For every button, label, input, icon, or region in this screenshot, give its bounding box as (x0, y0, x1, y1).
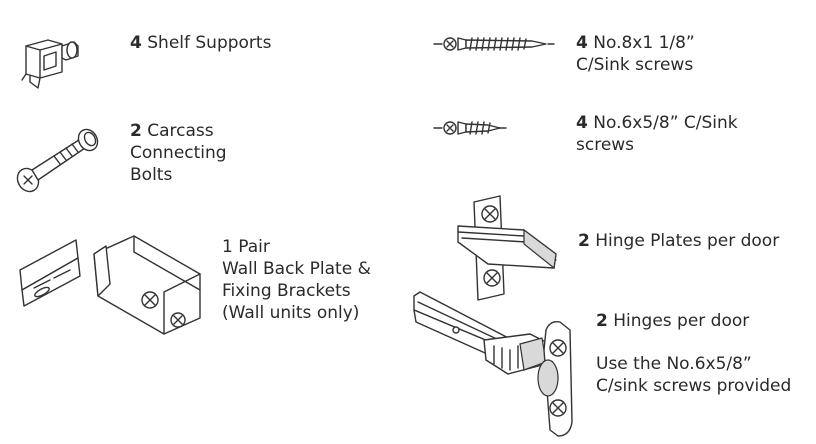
short-screws-line-2: screws (576, 135, 635, 155)
short-screws-qty: 4 (576, 113, 588, 133)
wall-brackets-line-2: Wall Back Plate & (222, 259, 371, 279)
long-screws-line-1: No.8x1 1/8” (593, 33, 695, 53)
hinges-qty: 2 (596, 311, 608, 331)
long-screw-icon (433, 30, 555, 58)
carcass-bolts-line-3: Bolts (130, 165, 173, 185)
hinges-note-line-1: Use the No.6x5/8” (596, 354, 752, 374)
long-screws-label: 4 No.8x1 1/8” C/Sink screws (576, 32, 695, 76)
hinge-plate-icon (454, 194, 560, 302)
shelf-supports-label: 4 Shelf Supports (130, 32, 271, 54)
short-screws-label: 4 No.6x5/8” C/Sink screws (576, 112, 738, 156)
carcass-bolts-label: 2 Carcass Connecting Bolts (130, 120, 227, 186)
wall-brackets-line-4: (Wall units only) (222, 303, 360, 323)
wall-brackets-line-3: Fixing Brackets (222, 281, 351, 301)
wall-brackets-label: 1 Pair Wall Back Plate & Fixing Brackets… (222, 236, 371, 324)
hinge-plates-label: 2 Hinge Plates per door (578, 230, 779, 252)
carcass-bolts-line-1: Carcass (147, 121, 214, 141)
shelf-supports-text: Shelf Supports (147, 33, 272, 53)
connecting-bolt-icon (12, 124, 104, 196)
wall-brackets-line-1: 1 Pair (222, 237, 270, 257)
wall-bracket-icon (14, 234, 214, 338)
shelf-supports-qty: 4 (130, 33, 142, 53)
hinges-note-line-2: C/sink screws provided (596, 376, 792, 396)
hinge-icon (410, 290, 586, 438)
hinge-plates-qty: 2 (578, 231, 590, 251)
carcass-bolts-qty: 2 (130, 121, 142, 141)
hinges-note: Use the No.6x5/8” C/sink screws provided (596, 353, 791, 397)
hinges-label: 2 Hinges per door (596, 310, 749, 332)
shelf-support-icon (16, 32, 80, 92)
carcass-bolts-line-2: Connecting (130, 143, 227, 163)
hinges-text: Hinges per door (613, 311, 750, 331)
short-screw-icon (433, 114, 510, 142)
short-screws-line-1: No.6x5/8” C/Sink (593, 113, 738, 133)
long-screws-qty: 4 (576, 33, 588, 53)
hinge-plates-text: Hinge Plates per door (595, 231, 780, 251)
long-screws-line-2: C/Sink screws (576, 55, 694, 75)
